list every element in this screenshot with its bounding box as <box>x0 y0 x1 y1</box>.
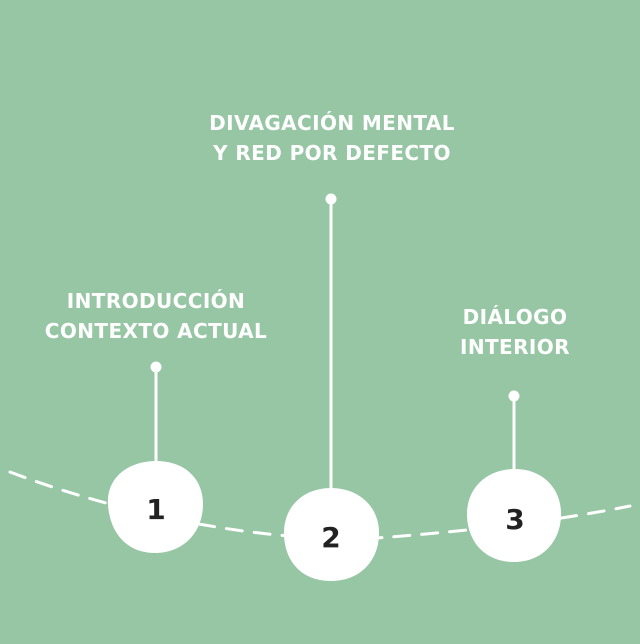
step-1-label-line-1: INTRODUCCIÓN <box>66 289 246 313</box>
step-3-stem-dot <box>508 390 520 402</box>
step-1-stem-dot <box>150 361 162 373</box>
step-2-label: DIVAGACIÓN MENTAL Y RED POR DEFECTO <box>180 108 484 168</box>
step-2-stem-dot <box>325 193 337 205</box>
step-1-number: 1 <box>146 493 165 526</box>
step-2-number: 2 <box>321 521 340 554</box>
step-1-label-line-2: CONTEXTO ACTUAL <box>44 319 268 343</box>
step-2-blob <box>283 488 380 581</box>
step-2-label-line-2: Y RED POR DEFECTO <box>213 141 451 165</box>
step-3-label: DIÁLOGO INTERIOR <box>420 302 610 362</box>
step-3-label-line-2: INTERIOR <box>460 335 570 359</box>
step-1-label: INTRODUCCIÓN CONTEXTO ACTUAL <box>20 286 292 346</box>
step-2-label-line-1: DIVAGACIÓN MENTAL <box>209 111 455 135</box>
step-3-blob <box>466 469 562 562</box>
step-3-label-line-1: DIÁLOGO <box>462 305 568 329</box>
step-1-blob <box>107 461 204 553</box>
step-3-number: 3 <box>505 503 524 536</box>
